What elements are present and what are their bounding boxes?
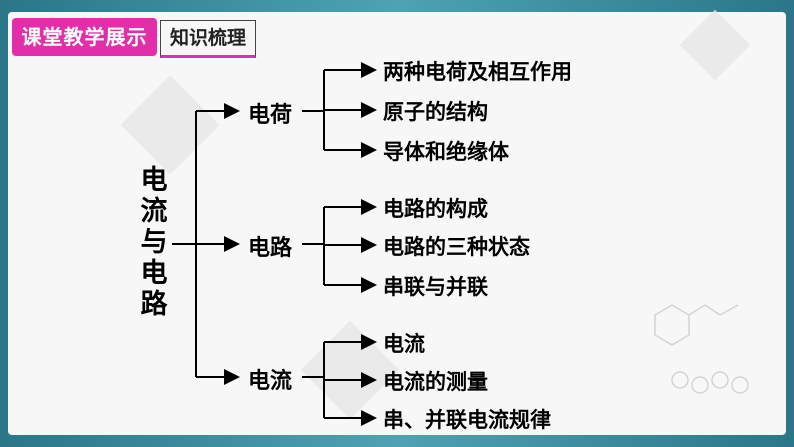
topic-label: 知识梳理 [160,20,256,58]
left-border [0,0,8,447]
leaf-node: 两种电荷及相互作用 [383,60,572,84]
leaf-node: 串、并联电流规律 [383,408,551,432]
leaf-node: 导体和绝缘体 [383,140,509,164]
slide-canvas [8,12,786,435]
branch-node-charge: 电荷 [248,103,293,128]
section-badge: 课堂教学展示 [12,18,157,56]
bottom-border [0,435,794,447]
leaf-node: 电路的构成 [383,197,488,221]
leaf-node: 原子的结构 [383,100,488,124]
branch-node-current: 电流 [248,369,293,394]
leaf-node: 电流的测量 [383,370,488,394]
right-border [786,0,794,447]
leaf-node: 电流 [383,332,425,356]
top-border [0,0,794,12]
leaf-node: 电路的三种状态 [383,235,530,259]
leaf-node: 串联与并联 [383,275,488,299]
root-node: 电流与电路 [140,165,168,320]
branch-node-circuit: 电路 [248,236,293,261]
